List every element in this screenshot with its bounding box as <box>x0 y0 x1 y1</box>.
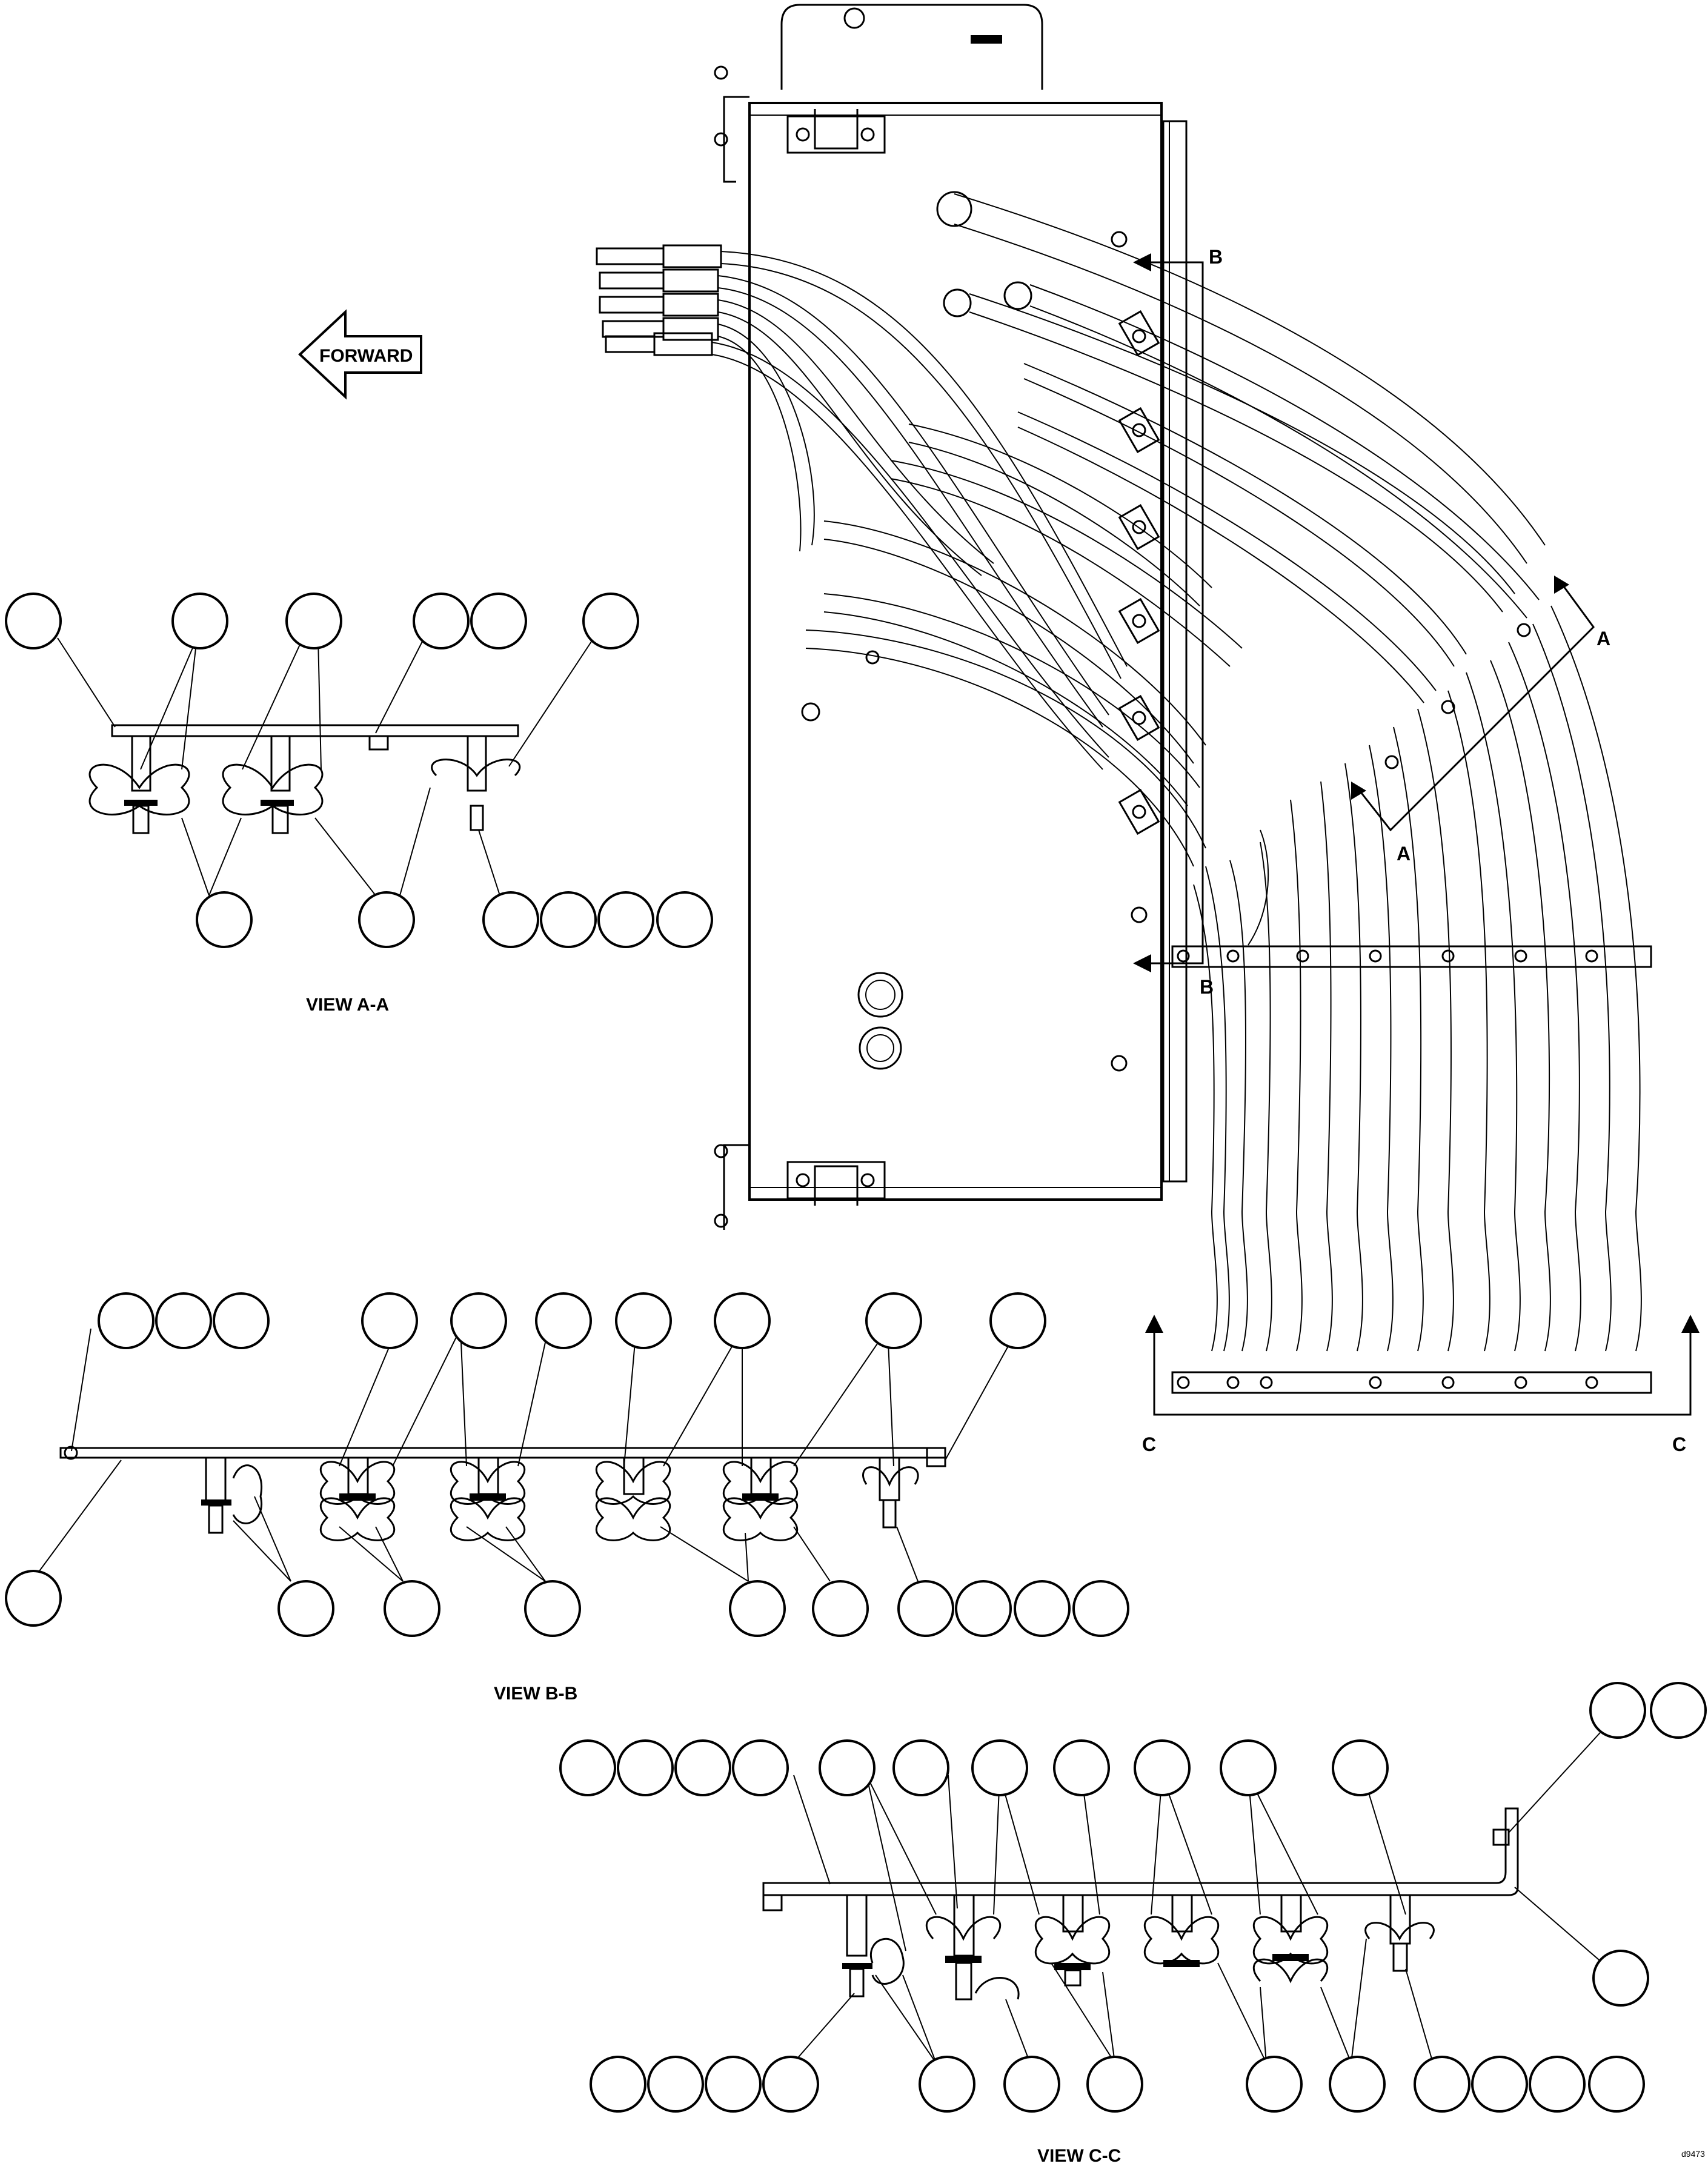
callout-c-8 <box>1053 1739 1110 1796</box>
callout-b-10 <box>989 1292 1046 1349</box>
main-assembly: B B A A C C <box>596 4 1700 1455</box>
section-line-c: C C <box>1142 1315 1700 1455</box>
callout-a-9 <box>482 891 539 948</box>
section-marker-b-top: B <box>1209 246 1223 268</box>
callout-b-12 <box>277 1580 334 1637</box>
callout-c-7 <box>971 1739 1028 1796</box>
callout-a-8 <box>358 891 415 948</box>
callout-a-11 <box>597 891 654 948</box>
view-b-callouts <box>5 1292 1129 1637</box>
callout-a-1 <box>5 593 62 649</box>
callout-c-13 <box>1650 1682 1707 1739</box>
callout-a-4 <box>413 593 470 649</box>
callout-b-5 <box>450 1292 507 1349</box>
section-line-a: A A <box>1351 576 1610 865</box>
callout-b-6 <box>535 1292 592 1349</box>
callout-b-3 <box>213 1292 270 1349</box>
callout-c-3 <box>674 1739 731 1796</box>
callout-c-11 <box>1332 1739 1389 1796</box>
view-c-c: VIEW C-C <box>559 1682 1707 2166</box>
view-b-b: VIEW B-B <box>5 1292 1129 1704</box>
callout-b-4 <box>361 1292 418 1349</box>
callout-c-10 <box>1220 1739 1277 1796</box>
callout-c-21 <box>1086 2056 1143 2113</box>
callout-c-22 <box>1246 2056 1303 2113</box>
section-line-b: B B <box>1133 246 1223 998</box>
view-a-a: VIEW A-A <box>5 593 713 1015</box>
support-bars <box>1171 945 1652 1394</box>
callout-c-17 <box>705 2056 762 2113</box>
callout-b-13 <box>384 1580 440 1637</box>
callout-c-14 <box>1592 1950 1649 2007</box>
callout-b-17 <box>897 1580 954 1637</box>
callout-a-7 <box>196 891 253 948</box>
section-marker-a-bottom: A <box>1397 843 1411 865</box>
callout-c-12 <box>1589 1682 1646 1739</box>
forward-arrow: FORWARD <box>298 309 422 400</box>
hose-bundle <box>711 191 1642 1352</box>
callout-c-4 <box>732 1739 789 1796</box>
callout-c-23 <box>1329 2056 1386 2113</box>
callout-c-15 <box>590 2056 646 2113</box>
hose-clamps <box>1118 310 1531 835</box>
callout-b-1 <box>98 1292 155 1349</box>
section-marker-c-left: C <box>1142 1433 1156 1455</box>
forward-label: FORWARD <box>319 346 413 366</box>
callout-c-9 <box>1134 1739 1191 1796</box>
callout-b-11 <box>5 1570 62 1627</box>
callout-a-10 <box>540 891 597 948</box>
callout-c-6 <box>892 1739 949 1796</box>
hose-fittings <box>596 244 722 356</box>
callout-c-27 <box>1588 2056 1645 2113</box>
view-a-title: VIEW A-A <box>306 995 389 1015</box>
callout-c-19 <box>919 2056 975 2113</box>
callout-b-15 <box>729 1580 786 1637</box>
callout-b-19 <box>1014 1580 1071 1637</box>
view-b-title: VIEW B-B <box>494 1684 577 1704</box>
callout-a-5 <box>470 593 527 649</box>
callout-b-2 <box>155 1292 212 1349</box>
callout-c-24 <box>1414 2056 1470 2113</box>
callout-b-14 <box>524 1580 581 1637</box>
panel-box <box>748 102 1163 1201</box>
callout-c-2 <box>617 1739 674 1796</box>
callout-c-25 <box>1471 2056 1528 2113</box>
callout-c-5 <box>819 1739 876 1796</box>
figure-code: d9473 <box>1681 2149 1705 2159</box>
callout-a-12 <box>656 891 713 948</box>
section-marker-b-bottom: B <box>1200 976 1214 998</box>
view-a-callouts <box>5 593 713 948</box>
callout-c-26 <box>1529 2056 1586 2113</box>
callout-c-16 <box>647 2056 704 2113</box>
view-c-title: VIEW C-C <box>1037 2146 1121 2166</box>
callout-c-1 <box>559 1739 616 1796</box>
callout-b-7 <box>615 1292 672 1349</box>
callout-c-18 <box>762 2056 819 2113</box>
callout-b-16 <box>812 1580 869 1637</box>
section-marker-c-right: C <box>1672 1433 1686 1455</box>
section-marker-a-top: A <box>1597 628 1610 649</box>
callout-b-9 <box>865 1292 922 1349</box>
callout-c-20 <box>1003 2056 1060 2113</box>
callout-b-8 <box>714 1292 771 1349</box>
view-c-callouts <box>559 1682 1707 2113</box>
callout-a-2 <box>171 593 228 649</box>
callout-b-18 <box>955 1580 1012 1637</box>
callout-b-20 <box>1072 1580 1129 1637</box>
callout-a-3 <box>285 593 342 649</box>
callout-a-6 <box>582 593 639 649</box>
